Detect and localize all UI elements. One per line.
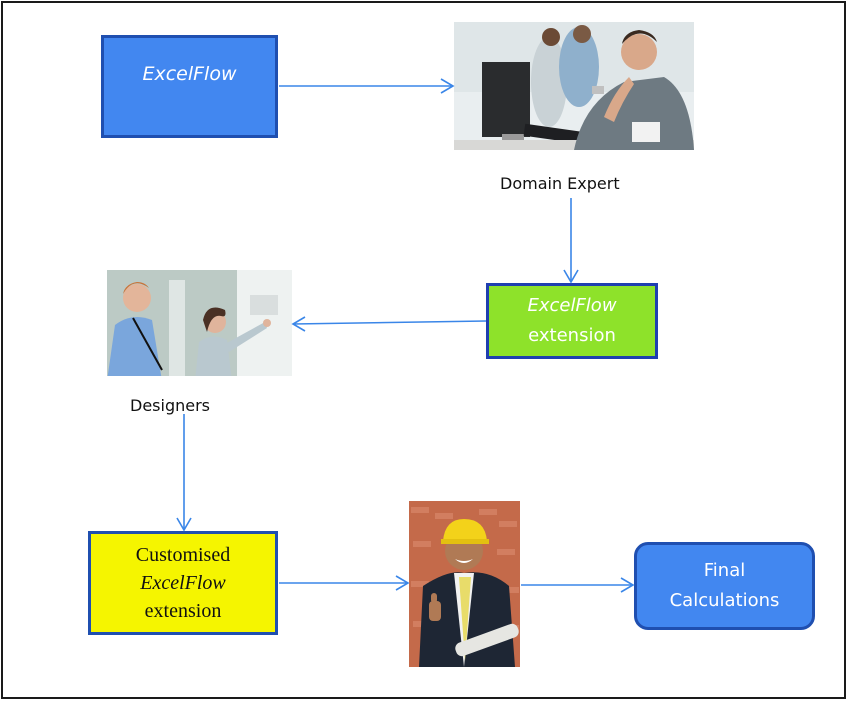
domain-expert-photo [454,22,694,150]
arrow-excelflow-to-domain-expert [279,78,455,94]
arrow-domain-expert-to-extension [563,198,579,284]
arrow-designers-to-customised [176,414,192,532]
excelflow-extension-box: ExcelFlow extension [486,283,658,359]
arrow-customised-to-engineer [279,575,410,591]
engineer-photo [409,501,520,667]
customised-label-line1: Customised [135,544,231,566]
final-label-line1: Final [703,560,746,581]
extension-label-line2: extension [528,325,616,346]
extension-label-line1: ExcelFlow [527,295,617,316]
designers-photo [107,270,292,381]
customised-label-line3: extension [144,600,222,622]
final-calculations-box: Final Calculations [634,542,815,630]
final-label-line2: Calculations [669,590,780,611]
arrow-extension-to-designers [291,316,487,332]
designers-label: Designers [130,396,210,415]
domain-expert-label: Domain Expert [500,174,620,193]
excelflow-box: ExcelFlow [101,35,278,138]
customised-excelflow-extension-box: Customised ExcelFlow extension [88,531,278,635]
arrow-engineer-to-final [521,577,635,593]
excelflow-label: ExcelFlow [142,62,237,85]
customised-label-line2: ExcelFlow [140,572,226,594]
